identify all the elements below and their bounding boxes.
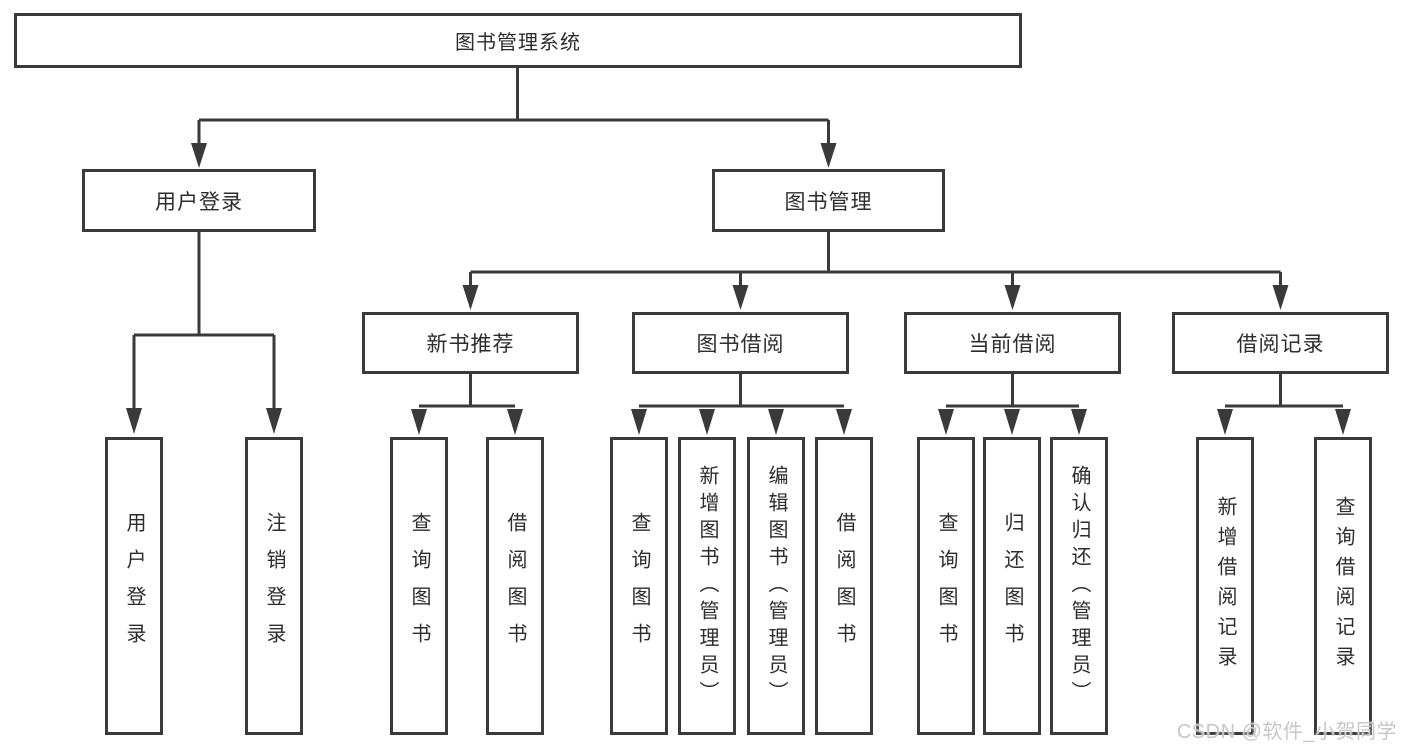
leaf-user-login-label: 用户登录: [123, 512, 145, 660]
leaf-add-borrow-record-label: 新增借阅记录: [1214, 496, 1236, 676]
leaf-confirm-return-admin-label: 确认归还（管理员）: [1068, 464, 1090, 708]
node-book-management-label: 图书管理: [784, 190, 873, 214]
leaf-borrow-books-borrowing: 借阅图书: [815, 437, 873, 735]
node-book-borrowing: 图书借阅: [632, 312, 849, 374]
connector-book-management-children: [462, 232, 1289, 310]
node-new-book-recommendation-label: 新书推荐: [426, 333, 515, 356]
leaf-logout-label: 注销登录: [263, 512, 285, 660]
connector-user-login-children: [126, 232, 282, 434]
leaf-query-books-borrowing-label: 查询图书: [628, 512, 650, 660]
connector-current-borrowing-children: [938, 374, 1087, 435]
node-book-borrowing-label: 图书借阅: [696, 333, 785, 356]
leaf-borrow-books-recommend: 借阅图书: [486, 437, 544, 735]
node-user-login: 用户登录: [82, 169, 316, 232]
leaf-query-borrow-record: 查询借阅记录: [1314, 437, 1372, 735]
node-current-borrowing: 当前借阅: [904, 312, 1121, 374]
node-user-login-label: 用户登录: [155, 190, 243, 214]
node-new-book-recommendation: 新书推荐: [362, 312, 579, 374]
leaf-query-books-current: 查询图书: [917, 437, 975, 735]
leaf-add-books-admin-label: 新增图书（管理员）: [696, 464, 718, 708]
connector-book-borrowing-children: [631, 374, 852, 435]
node-root: 图书管理系统: [14, 13, 1022, 68]
connector-borrowing-records-children: [1217, 374, 1351, 435]
leaf-borrow-books-borrowing-label: 借阅图书: [833, 512, 855, 660]
leaf-query-borrow-record-label: 查询借阅记录: [1332, 496, 1354, 676]
node-book-management: 图书管理: [712, 169, 945, 232]
leaf-return-books: 归还图书: [983, 437, 1041, 735]
node-current-borrowing-label: 当前借阅: [968, 333, 1057, 356]
leaf-edit-books-admin: 编辑图书（管理员）: [747, 437, 805, 735]
leaf-logout: 注销登录: [245, 437, 303, 735]
leaf-query-books-borrowing: 查询图书: [610, 437, 668, 735]
node-root-label: 图书管理系统: [455, 32, 581, 54]
leaf-add-books-admin: 新增图书（管理员）: [678, 437, 736, 735]
node-borrowing-records: 借阅记录: [1172, 312, 1389, 374]
connector-new-book-recommendation-children: [411, 374, 523, 435]
watermark: CSDN @软件_小贺同学: [1176, 721, 1397, 743]
connector-root-to-level2: [191, 68, 837, 168]
node-borrowing-records-label: 借阅记录: [1236, 333, 1325, 356]
leaf-confirm-return-admin: 确认归还（管理员）: [1050, 437, 1108, 735]
leaf-borrow-books-recommend-label: 借阅图书: [504, 512, 526, 660]
leaf-add-borrow-record: 新增借阅记录: [1196, 437, 1254, 735]
leaf-edit-books-admin-label: 编辑图书（管理员）: [765, 464, 787, 708]
leaf-query-books-recommend-label: 查询图书: [408, 512, 430, 660]
leaf-query-books-current-label: 查询图书: [935, 512, 957, 660]
leaf-return-books-label: 归还图书: [1001, 512, 1023, 660]
leaf-user-login: 用户登录: [105, 437, 163, 735]
leaf-query-books-recommend: 查询图书: [390, 437, 448, 735]
